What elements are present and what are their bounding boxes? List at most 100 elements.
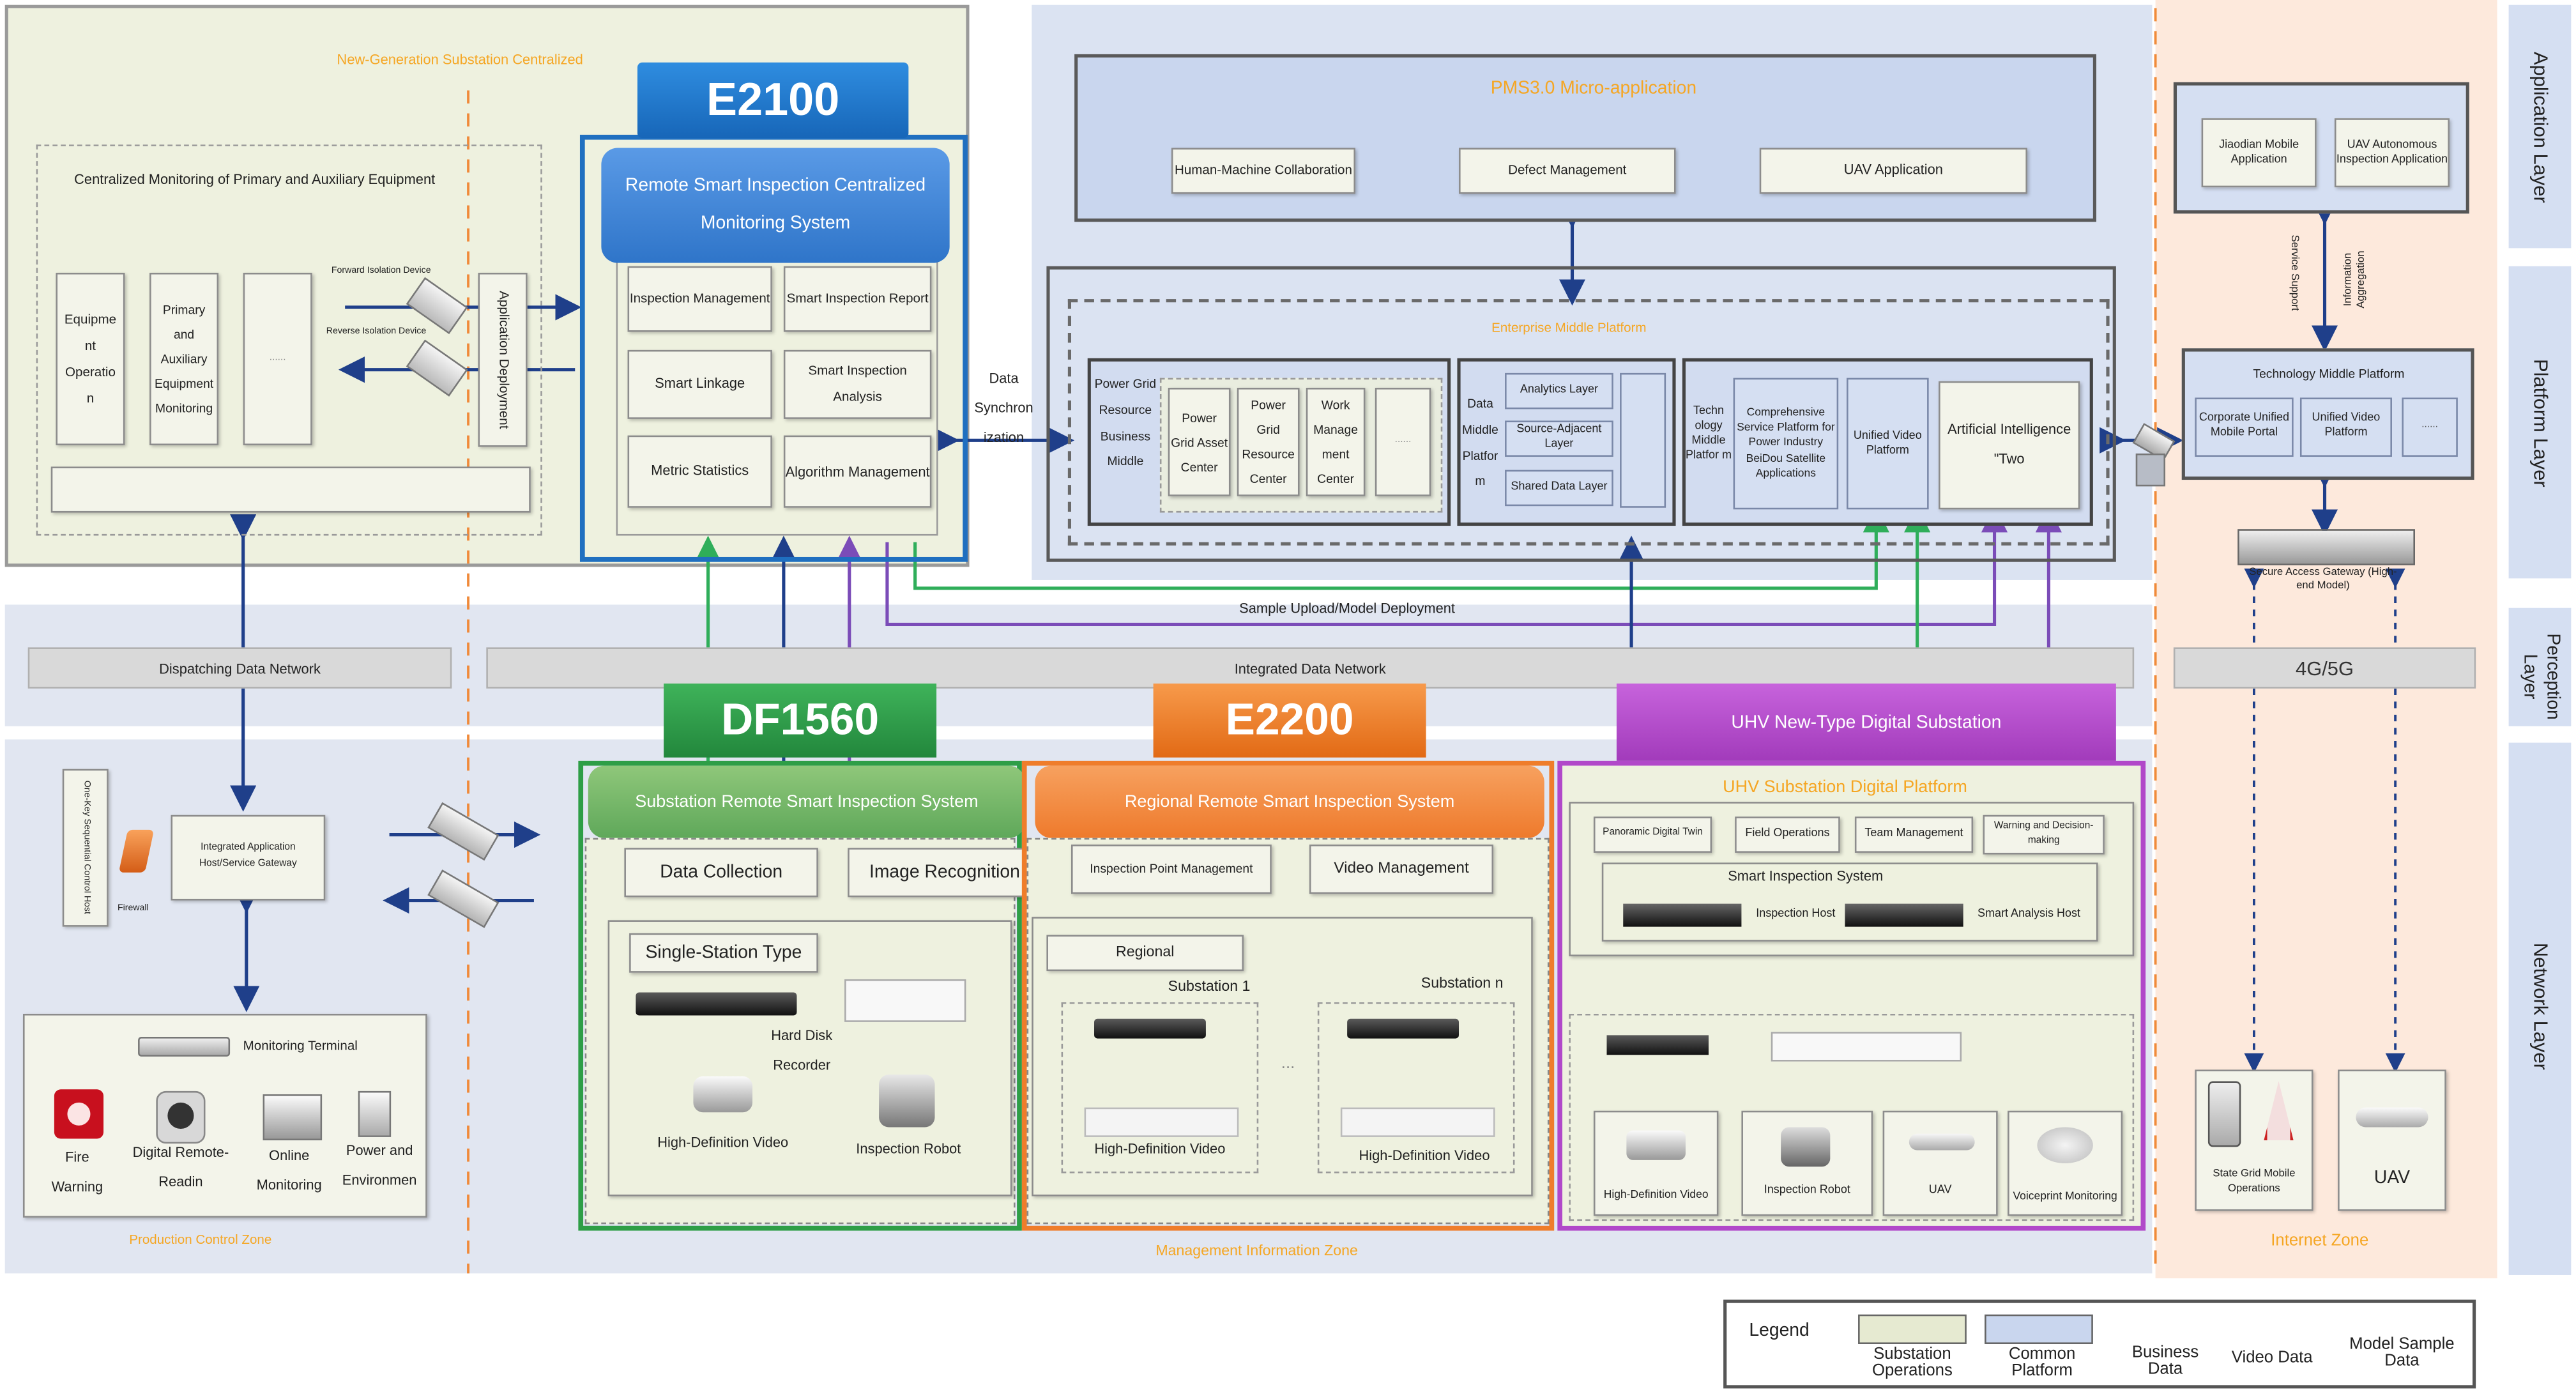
uav-box: UAV xyxy=(2338,1069,2446,1211)
e2100-badge-label: E2100 xyxy=(706,73,840,125)
data-item-shared: Shared Data Layer xyxy=(1505,470,1613,507)
bottom-strip-box xyxy=(50,466,531,513)
df1560-frame xyxy=(578,760,1022,1231)
smart-inspection-system-frame xyxy=(1601,862,2098,942)
substation-n-label: Substation n xyxy=(1421,974,1504,991)
e2100-item-smart-linkage: Smart Linkage xyxy=(627,349,772,419)
forward-isolation-label: Forward Isolation Device xyxy=(331,266,431,277)
one-key-control-host-box: One-Key Sequential Control Host xyxy=(62,769,109,927)
data-item-analytics: Analytics Layer xyxy=(1505,372,1613,409)
substation-n-frame xyxy=(1317,1002,1515,1174)
substation-n-cameras-icon xyxy=(1340,1107,1495,1137)
e2200-badge-label: E2200 xyxy=(1225,694,1354,745)
e2200-hd-video-2-label: High-Definition Video xyxy=(1359,1147,1490,1164)
layer-column-platform xyxy=(2508,266,2572,579)
primary-aux-monitoring-box: Primary and Auxiliary Equipment Monitori… xyxy=(149,272,219,446)
application-deployment-box: Application Deployment xyxy=(478,272,528,447)
hard-disk-recorder-label: Hard Disk Recorder xyxy=(771,1027,833,1073)
uhv-devices-frame xyxy=(1569,1013,2135,1221)
e2100-item-metric-statistics: Metric Statistics xyxy=(627,435,772,508)
df1560-title: Substation Remote Smart Inspection Syste… xyxy=(635,792,979,812)
uhv-uav-icon xyxy=(1909,1133,1975,1151)
substation-n-recorder-icon xyxy=(1347,1018,1459,1039)
layer-column-network xyxy=(2508,742,2572,1275)
image-recognition-box: Image Recognition xyxy=(848,848,1042,898)
data-middle-label: Data Middle Platfor m xyxy=(1462,395,1498,489)
uav-label: UAV xyxy=(2374,1167,2411,1188)
pms-app-defect-management: Defect Management xyxy=(1459,148,1676,194)
smart-analysis-host-icon xyxy=(1845,903,1963,927)
smart-inspection-system-label: Smart Inspection System xyxy=(1728,868,1884,884)
legend-title: Legend xyxy=(1749,1320,1810,1341)
inspection-robot-icon xyxy=(879,1075,935,1128)
fire-alarm-icon xyxy=(54,1089,104,1139)
df1560-badge-label: DF1560 xyxy=(721,694,880,745)
uhv-voiceprint-icon xyxy=(2037,1127,2093,1164)
data-collection-box: Data Collection xyxy=(624,848,818,898)
digital-remote-reading-label: Digital Remote-Readin xyxy=(132,1143,229,1189)
biz-item-work-management: Work Manage ment Center xyxy=(1306,388,1366,496)
legend-swatch-substation xyxy=(1858,1314,1967,1344)
management-zone-label: Management Information Zone xyxy=(1155,1242,1358,1259)
unified-video-platform-box: Unified Video Platform xyxy=(1847,378,1929,510)
df1560-title-banner: Substation Remote Smart Inspection Syste… xyxy=(588,765,1025,838)
legend-model-label: Model Sample Data xyxy=(2349,1336,2455,1370)
meter-icon xyxy=(156,1090,206,1144)
enterprise-title: Enterprise Middle Platform xyxy=(1491,320,1647,335)
corp-mobile-portal-box: Corporate Unified Mobile Portal xyxy=(2195,397,2294,457)
warning-decision-box: Warning and Decision-making xyxy=(1983,815,2105,855)
legend-substation-label: Substation Operations xyxy=(1871,1345,1953,1380)
server-icon xyxy=(2135,453,2166,487)
e2100-title: Remote Smart Inspection Centralized Moni… xyxy=(625,175,926,234)
df1560-hd-video-label: High-Definition Video xyxy=(657,1133,789,1151)
inspection-host-icon xyxy=(1623,903,1742,927)
power-environment-label: Power and Environmen xyxy=(342,1142,417,1188)
uhv-robot-icon xyxy=(1781,1127,1831,1167)
uhv-device-robot-label: Inspection Robot xyxy=(1764,1184,1850,1197)
substation-1-cameras-icon xyxy=(1084,1107,1239,1137)
data-item-source-adjacent: Source-Adjacent Layer xyxy=(1505,420,1613,457)
uhv-camera-icon xyxy=(1626,1130,1686,1160)
terminal-device-icon xyxy=(138,1036,231,1057)
information-aggregation-label: Information Aggregation xyxy=(2342,250,2368,309)
dispatching-data-network-bar: Dispatching Data Network xyxy=(27,647,452,689)
service-support-label: Service Support xyxy=(2289,234,2301,311)
uhv-server-icon xyxy=(1771,1032,1962,1062)
data-item-ellipsis xyxy=(1620,372,1666,508)
substation-1-recorder-icon xyxy=(1094,1018,1206,1039)
uhv-device-uav-box: UAV xyxy=(1882,1110,1998,1216)
online-monitoring-label: Online Monitoring xyxy=(256,1147,322,1193)
e2200-dots: ... xyxy=(1281,1055,1295,1073)
biz-item-asset-center: Power Grid Asset Center xyxy=(1168,388,1231,496)
inspection-host-label: Inspection Host xyxy=(1756,908,1836,921)
e2100-item-algorithm-management: Algorithm Management xyxy=(783,435,932,508)
e2100-item-smart-inspection-report: Smart Inspection Report xyxy=(783,266,932,332)
production-zone-label: Production Control Zone xyxy=(129,1232,272,1248)
uhv-frame xyxy=(1557,760,2146,1231)
jiaodian-mobile-app-box: Jiaodian Mobile Application xyxy=(2201,118,2317,188)
uav-autonomous-app-box: UAV Autonomous Inspection Application xyxy=(2334,118,2450,188)
pms-app-human-machine: Human-Machine Collaboration xyxy=(1171,148,1355,194)
uhv-platform-title: UHV Substation Digital Platform xyxy=(1723,777,1967,797)
state-grid-mobile-label: State Grid Mobile Operations xyxy=(2213,1168,2296,1194)
field-operations-box: Field Operations xyxy=(1735,816,1840,853)
gateway-label: Secure Access Gateway (High-end Model) xyxy=(2249,567,2397,592)
uhv-badge: UHV New-Type Digital Substation xyxy=(1616,683,2116,761)
uhv-device-hd-video-label: High-Definition Video xyxy=(1603,1189,1709,1202)
server-box-icon xyxy=(844,979,966,1022)
ai-platform-box: Artificial Intelligence "Two xyxy=(1939,381,2080,510)
monitor-sensor-icon xyxy=(263,1094,323,1141)
legend-frame xyxy=(1723,1299,2476,1389)
environment-sensor-icon xyxy=(358,1090,392,1137)
data-sync-label: Data Synchron ization xyxy=(974,369,1033,445)
ellipsis-box: ...... xyxy=(243,272,312,446)
inspection-point-management-box: Inspection Point Management xyxy=(1071,845,1272,894)
substation-1-frame xyxy=(1061,1002,1259,1174)
hd-camera-icon xyxy=(693,1076,753,1113)
e2100-item-inspection-management: Inspection Management xyxy=(627,266,772,332)
uhv-device-uav-label: UAV xyxy=(1928,1184,1952,1197)
substation-1-label: Substation 1 xyxy=(1168,977,1251,995)
single-station-type-box: Single-Station Type xyxy=(629,933,818,973)
firewall-label: Firewall xyxy=(117,903,149,914)
layer-column-perception xyxy=(2508,608,2572,726)
